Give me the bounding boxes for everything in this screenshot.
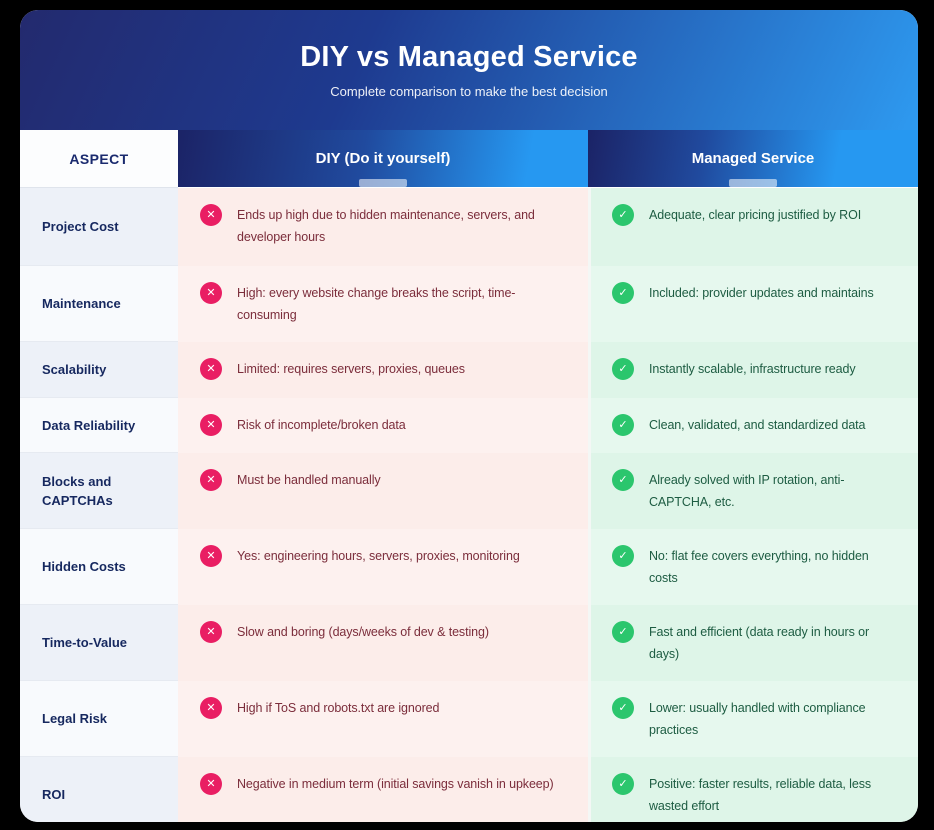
aspect-label: ROI [42,787,66,802]
cross-icon: ✕ [200,545,222,567]
check-icon: ✓ [612,282,634,304]
managed-text: Included: provider updates and maintains [649,286,874,300]
managed-cell: ✓ Clean, validated, and standardized dat… [588,398,918,453]
managed-text: Already solved with IP rotation, anti-CA… [649,473,845,509]
page-subtitle: Complete comparison to make the best dec… [330,84,608,99]
diy-text: High if ToS and robots.txt are ignored [237,701,440,715]
aspect-label: Blocks and CAPTCHAs [42,473,113,508]
aspect-cell: Data Reliability [20,398,178,453]
column-header-label: Managed Service [691,150,815,167]
aspect-label: Scalability [42,362,107,377]
managed-text: No: flat fee covers everything, no hidde… [649,549,869,585]
diy-text: Yes: engineering hours, servers, proxies… [237,549,520,563]
managed-text: Fast and efficient (data ready in hours … [649,625,870,661]
aspect-label: Legal Risk [42,711,108,726]
managed-cell: ✓ Already solved with IP rotation, anti-… [588,453,918,529]
check-icon: ✓ [612,773,634,795]
check-icon: ✓ [612,545,634,567]
cross-icon: ✕ [200,469,222,491]
cross-icon: ✕ [200,697,222,719]
aspect-label: Project Cost [42,219,119,234]
column-header-label: ASPECT [69,150,129,167]
cross-icon: ✕ [200,358,222,380]
column-header-managed: Managed Service [588,130,918,187]
diy-cell: ✕ Slow and boring (days/weeks of dev & t… [178,605,588,681]
aspect-cell: Time-to-Value [20,605,178,681]
managed-cell: ✓ Included: provider updates and maintai… [588,266,918,342]
managed-cell: ✓ No: flat fee covers everything, no hid… [588,529,918,605]
diy-text: Slow and boring (days/weeks of dev & tes… [237,625,489,639]
column-header-aspect: ASPECT [20,130,178,188]
check-icon: ✓ [612,469,634,491]
header-scrollbar-thumb[interactable] [729,179,777,187]
comparison-card: DIY vs Managed Service Complete comparis… [20,10,918,822]
column-header-diy: DIY (Do it yourself) [178,130,588,187]
diy-text: Ends up high due to hidden maintenance, … [237,208,535,244]
diy-cell: ✕ Must be handled manually [178,453,588,529]
diy-text: High: every website change breaks the sc… [237,286,516,322]
diy-text: Negative in medium term (initial savings… [237,777,554,791]
aspect-cell: ROI [20,757,178,822]
managed-text: Lower: usually handled with compliance p… [649,701,866,737]
diy-cell: ✕ High if ToS and robots.txt are ignored [178,681,588,757]
aspect-label: Data Reliability [42,417,136,433]
check-icon: ✓ [612,621,634,643]
diy-cell: ✕ Limited: requires servers, proxies, qu… [178,342,588,398]
diy-cell: ✕ Risk of incomplete/broken data [178,398,588,453]
aspect-cell: Hidden Costs [20,529,178,605]
diy-cell: ✕ Yes: engineering hours, servers, proxi… [178,529,588,605]
managed-cell: ✓ Lower: usually handled with compliance… [588,681,918,757]
diy-text: Must be handled manually [237,473,381,487]
managed-text: Clean, validated, and standardized data [649,418,866,432]
diy-cell: ✕ Ends up high due to hidden maintenance… [178,188,588,266]
header-scrollbar-thumb[interactable] [359,179,407,187]
aspect-label: Hidden Costs [42,559,126,574]
managed-cell: ✓ Fast and efficient (data ready in hour… [588,605,918,681]
cross-icon: ✕ [200,282,222,304]
comparison-table: ASPECT DIY (Do it yourself) Managed Serv… [20,130,918,822]
hero-header: DIY vs Managed Service Complete comparis… [20,10,918,130]
aspect-cell: Scalability [20,342,178,398]
diy-text: Risk of incomplete/broken data [237,418,406,432]
diy-cell: ✕ High: every website change breaks the … [178,266,588,342]
managed-text: Instantly scalable, infrastructure ready [649,362,856,376]
aspect-label: Time-to-Value [42,635,128,650]
column-header-label: DIY (Do it yourself) [315,150,451,167]
aspect-label: Maintenance [42,296,121,311]
diy-text: Limited: requires servers, proxies, queu… [237,362,465,376]
cross-icon: ✕ [200,621,222,643]
cross-icon: ✕ [200,773,222,795]
check-icon: ✓ [612,697,634,719]
aspect-cell: Project Cost [20,188,178,266]
check-icon: ✓ [612,204,634,226]
check-icon: ✓ [612,358,634,380]
managed-cell: ✓ Adequate, clear pricing justified by R… [588,188,918,266]
managed-cell: ✓ Positive: faster results, reliable dat… [588,757,918,822]
aspect-cell: Maintenance [20,266,178,342]
check-icon: ✓ [612,414,634,436]
diy-cell: ✕ Negative in medium term (initial savin… [178,757,588,822]
cross-icon: ✕ [200,204,222,226]
managed-cell: ✓ Instantly scalable, infrastructure rea… [588,342,918,398]
page-title: DIY vs Managed Service [300,41,638,73]
managed-text: Positive: faster results, reliable data,… [649,777,871,813]
aspect-cell: Legal Risk [20,681,178,757]
cross-icon: ✕ [200,414,222,436]
managed-text: Adequate, clear pricing justified by ROI [649,208,862,222]
aspect-cell: Blocks and CAPTCHAs [20,453,178,529]
